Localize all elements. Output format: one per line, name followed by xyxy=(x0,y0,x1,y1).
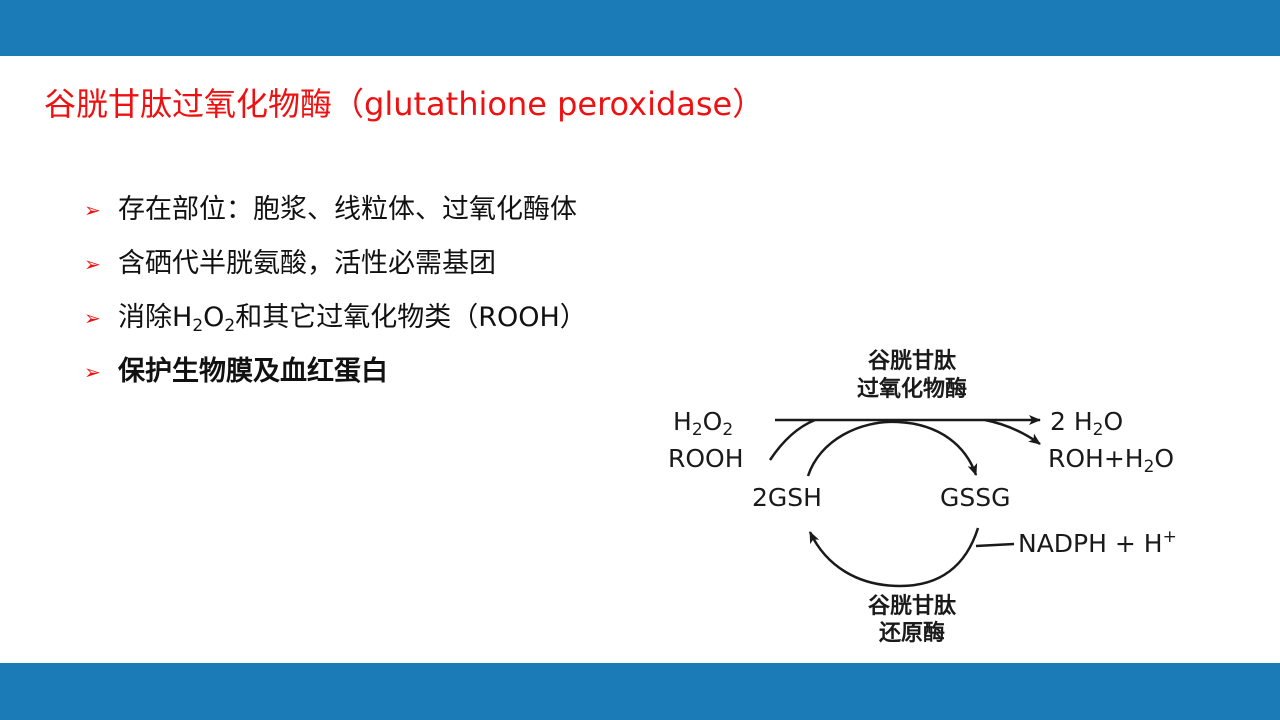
subscript: 2 xyxy=(192,316,204,336)
bullet-location: ➢ 存在部位：胞浆、线粒体、过氧化酶体 xyxy=(84,190,587,244)
bullet-arrow-icon: ➢ xyxy=(84,252,101,276)
subscript: 2 xyxy=(224,316,236,336)
substrate-rooh: ROOH xyxy=(668,444,744,473)
bullet-text-suffix: 和其它过氧化物类（ROOH） xyxy=(235,302,587,333)
reduced-glutathione: 2GSH xyxy=(752,483,822,512)
cycle-arrow-gsh-to-gssg xyxy=(806,420,978,477)
product-roh-water: ROH+H2O xyxy=(1048,444,1174,477)
bullet-text: 存在部位：胞浆、线粒体、过氧化酶体 xyxy=(118,194,577,225)
bullet-arrow-icon: ➢ xyxy=(84,306,101,330)
enzyme-top-line1: 谷胱甘肽 xyxy=(868,348,957,374)
oxidized-glutathione: GSSG xyxy=(940,483,1010,512)
bullet-list: ➢存在部位：胞浆、线粒体、过氧化酶体 ➢含硒代半胱氨酸，活性必需基团 ➢消除H2… xyxy=(84,190,587,406)
glutathione-cycle-diagram: 谷胱甘肽 过氧化物酶 H2O2 ROOH 2 H2O ROH+H2O 2GSH … xyxy=(668,348,1177,646)
bullet-arrow-icon: ➢ xyxy=(84,360,101,384)
slide-title: 谷胱甘肽过氧化物酶（glutathione peroxidase） xyxy=(44,85,765,123)
bullet-selenocysteine: ➢ 含硒代半胱氨酸，活性必需基团 xyxy=(84,244,587,298)
bullet-text-prefix: 消除H xyxy=(118,302,193,333)
enzyme-top-line2: 过氧化物酶 xyxy=(857,376,967,402)
top-header-band xyxy=(0,0,1280,56)
enzyme-bottom-line1: 谷胱甘肽 xyxy=(868,593,957,619)
bullet-text-mid: O xyxy=(203,302,225,333)
bullet-arrow-icon: ➢ xyxy=(84,198,101,222)
bullet-text: 保护生物膜及血红蛋白 xyxy=(118,356,388,387)
bullet-membrane-protection: ➢ 保护生物膜及血红蛋白 xyxy=(84,352,587,406)
cofactor-arrow-nadph xyxy=(975,542,1015,548)
product-water: 2 H2O xyxy=(1050,407,1123,440)
reaction-arrow-rooh-in xyxy=(768,418,816,461)
bottom-footer-band xyxy=(0,663,1280,720)
substrate-h2o2: H2O2 xyxy=(673,407,733,440)
cycle-arrow-gssg-to-gsh xyxy=(808,527,980,588)
reaction-arrow-roh-out xyxy=(984,418,1041,446)
bullet-peroxide-removal: ➢消除H2O2和其它过氧化物类（ROOH） xyxy=(84,298,587,352)
bullet-text: 含硒代半胱氨酸，活性必需基团 xyxy=(118,248,496,279)
cofactor-nadph: NADPH + H+ xyxy=(1018,527,1177,558)
enzyme-bottom-line2: 还原酶 xyxy=(878,620,945,646)
